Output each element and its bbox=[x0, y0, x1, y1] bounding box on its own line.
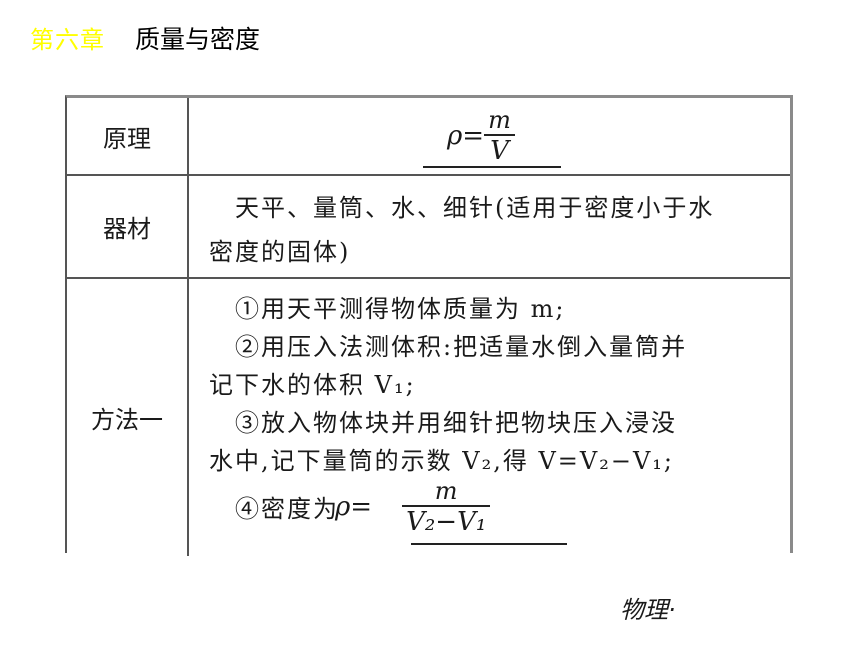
equipment-line-1: 天平、量筒、水、细针(适用于密度小于水 bbox=[235, 194, 715, 222]
method-formula-denominator: V₂−V₁ bbox=[406, 507, 487, 537]
method-step-2-cont: 记下水的体积 V₁; bbox=[209, 371, 416, 399]
method-step-3: ③放入物体块并用细针把物块压入浸没 bbox=[235, 409, 677, 437]
row-label-method-one: 方法一 bbox=[67, 279, 189, 556]
density-method-table: 原理 ρ= m V 器材 天平、量筒、水、细针(适用于密度小于水 密度的固体) … bbox=[65, 95, 793, 556]
table-row-principle: 原理 ρ= m V bbox=[67, 98, 790, 176]
chapter-label: 第六章 bbox=[30, 26, 105, 54]
method-one-content: ①用天平测得物体质量为 m; ②用压入法测体积:把适量水倒入量筒并 记下水的体积… bbox=[189, 279, 790, 556]
table-row-method-one: 方法一 ①用天平测得物体质量为 m; ②用压入法测体积:把适量水倒入量筒并 记下… bbox=[67, 279, 790, 556]
equipment-line-2: 密度的固体) bbox=[209, 238, 351, 266]
formula-fraction: m V bbox=[484, 106, 515, 166]
row-label-equipment: 器材 bbox=[67, 176, 189, 277]
density-formula: ρ= m V bbox=[447, 106, 515, 166]
method-formula-numerator: m bbox=[434, 477, 458, 505]
answer-underline bbox=[423, 166, 561, 168]
table-row-equipment: 器材 天平、量筒、水、细针(适用于密度小于水 密度的固体) bbox=[67, 176, 790, 279]
row-label-principle: 原理 bbox=[67, 98, 189, 174]
header: 第六章 质量与密度 bbox=[30, 20, 260, 56]
equipment-content: 天平、量筒、水、细针(适用于密度小于水 密度的固体) bbox=[189, 176, 790, 277]
method-step-4: ④密度为 bbox=[235, 495, 339, 523]
footer-subject: 物理· bbox=[620, 596, 676, 624]
page-title: 质量与密度 bbox=[135, 25, 261, 54]
method-step-3-cont: 水中,记下量筒的示数 V₂,得 V=V₂−V₁; bbox=[209, 447, 675, 475]
method-formula-lhs: ρ= bbox=[335, 492, 373, 522]
method-step-1: ①用天平测得物体质量为 m; bbox=[235, 295, 566, 323]
method-fraction-bar bbox=[402, 505, 491, 507]
method-step-2: ②用压入法测体积:把适量水倒入量筒并 bbox=[235, 333, 688, 361]
method-answer-underline bbox=[411, 543, 567, 545]
fraction-bar bbox=[484, 134, 515, 136]
principle-content: ρ= m V bbox=[189, 98, 790, 174]
formula-lhs: ρ= bbox=[447, 121, 485, 151]
method-formula-fraction: m V₂−V₁ bbox=[402, 477, 491, 537]
formula-numerator: m bbox=[488, 106, 511, 134]
formula-denominator: V bbox=[490, 136, 509, 166]
method-density-formula: ρ= m V₂−V₁ bbox=[335, 477, 491, 537]
